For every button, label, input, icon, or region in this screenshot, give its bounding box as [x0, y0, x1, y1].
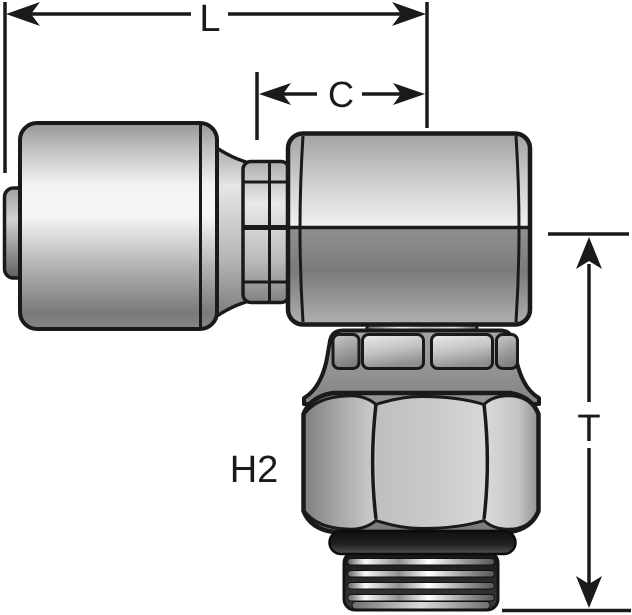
dim-l-arrow-right — [392, 2, 426, 26]
hex-nut — [301, 390, 541, 535]
dimension-c: C — [255, 72, 425, 140]
o-ring — [328, 529, 517, 556]
hex-facet-line — [482, 403, 490, 520]
dim-c-arrow-left — [259, 83, 291, 105]
dim-t-arrow-up — [576, 237, 602, 269]
thread-ridge — [347, 558, 495, 566]
dimension-l: L — [3, 0, 429, 173]
crown-panel — [361, 333, 425, 370]
hex-facet-line — [370, 403, 378, 520]
swivel-collar — [241, 159, 291, 305]
crown-panel — [331, 333, 361, 370]
part-code-label: H2 — [230, 449, 279, 491]
thread-ridge — [347, 570, 495, 578]
dim-t-label: T — [577, 408, 600, 450]
dim-l-label: L — [199, 0, 220, 40]
dim-c-arrow-right — [393, 83, 425, 105]
dimension-t: T — [502, 232, 631, 613]
dim-t-arrow-down — [576, 576, 602, 608]
elbow-body — [285, 131, 533, 327]
crown-panel — [495, 333, 519, 370]
crown-panel — [430, 333, 494, 370]
dim-l-arrow-left — [6, 2, 40, 26]
thread-ridge — [347, 594, 495, 602]
thread-stack — [342, 550, 500, 612]
crimp-shell — [18, 121, 219, 331]
thread-ridge — [347, 582, 495, 590]
swivel-crown — [302, 328, 541, 406]
fitting-illustration — [2, 121, 541, 612]
thread-end — [351, 601, 491, 610]
dim-c-label: C — [328, 74, 354, 115]
